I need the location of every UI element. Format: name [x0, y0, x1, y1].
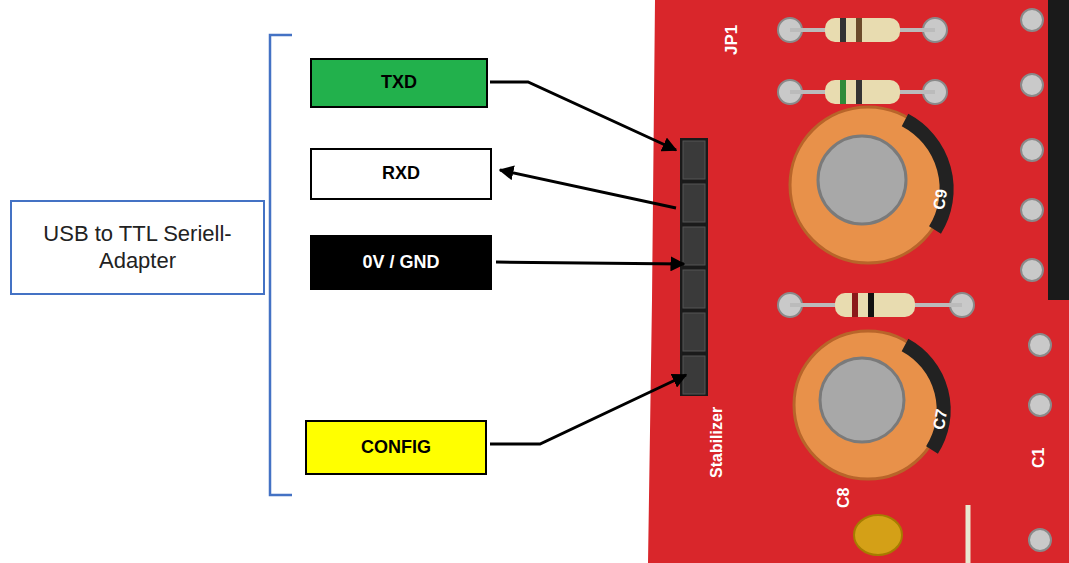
- capacitors: [790, 107, 968, 563]
- signal-name: 0V / GND: [362, 252, 439, 274]
- resistor-band: [856, 80, 862, 104]
- capacitor-top: [818, 136, 906, 224]
- signal-box: RXD: [310, 148, 492, 200]
- leader-arrow: [496, 262, 684, 264]
- resistor-band: [868, 293, 874, 317]
- pad: [1021, 9, 1043, 31]
- resistor-symbol: [825, 80, 900, 104]
- component-lead: [966, 505, 971, 563]
- header-slot: [683, 227, 705, 265]
- bracket: [270, 35, 292, 495]
- pad: [1021, 139, 1043, 161]
- device-name: USB to TTL Seriell-Adapter: [22, 221, 253, 274]
- leader-arrows: [490, 82, 686, 444]
- resistor-band: [840, 80, 846, 104]
- capacitor-symbol: [790, 107, 946, 263]
- board: [648, 0, 1069, 563]
- device-box: USB to TTL Seriell-Adapter: [10, 200, 265, 295]
- header-slot: [683, 313, 705, 351]
- signal-box: TXD: [310, 58, 488, 108]
- leader-arrow: [490, 82, 676, 150]
- silkscreen-label: C9: [930, 188, 951, 211]
- leader-arrow: [500, 170, 676, 208]
- signal-name: RXD: [382, 163, 420, 185]
- header-slots: [683, 141, 705, 394]
- capacitor-top: [820, 358, 904, 442]
- signal-name: CONFIG: [361, 437, 431, 459]
- signal-name: TXD: [381, 72, 417, 94]
- silkscreen-label: JP1: [722, 25, 742, 55]
- capacitor-stripe: [905, 345, 944, 450]
- silkscreen-label: C7: [930, 408, 951, 431]
- header-slot: [683, 184, 705, 222]
- pad: [1021, 74, 1043, 96]
- pad: [1029, 529, 1051, 551]
- pad: [1021, 259, 1043, 281]
- pin-header: [680, 138, 708, 396]
- leader-arrow: [490, 375, 686, 444]
- silkscreen-label: Stabilizer: [708, 407, 726, 478]
- ic-chip: [1048, 0, 1069, 300]
- capacitor-stripe: [905, 120, 947, 230]
- header-slot: [683, 141, 705, 179]
- resistor-band: [840, 18, 846, 42]
- resistor-band: [852, 293, 858, 317]
- header-slot: [683, 356, 705, 394]
- resistors: [790, 18, 962, 317]
- ceramic-capacitor: [854, 515, 902, 555]
- resistor-symbol: [835, 293, 915, 317]
- pad: [1029, 334, 1051, 356]
- silkscreen-label: C8: [835, 488, 853, 508]
- circuit-board: [648, 0, 1069, 563]
- pad: [1021, 199, 1043, 221]
- resistor-symbol: [825, 18, 900, 42]
- header-slot: [683, 270, 705, 308]
- signal-box: CONFIG: [305, 420, 487, 475]
- header-body: [680, 138, 708, 396]
- silkscreen-label: C1: [1030, 448, 1048, 468]
- pad: [1029, 394, 1051, 416]
- signal-box: 0V / GND: [310, 235, 492, 290]
- resistor-band: [856, 18, 862, 42]
- pads: [778, 9, 1051, 551]
